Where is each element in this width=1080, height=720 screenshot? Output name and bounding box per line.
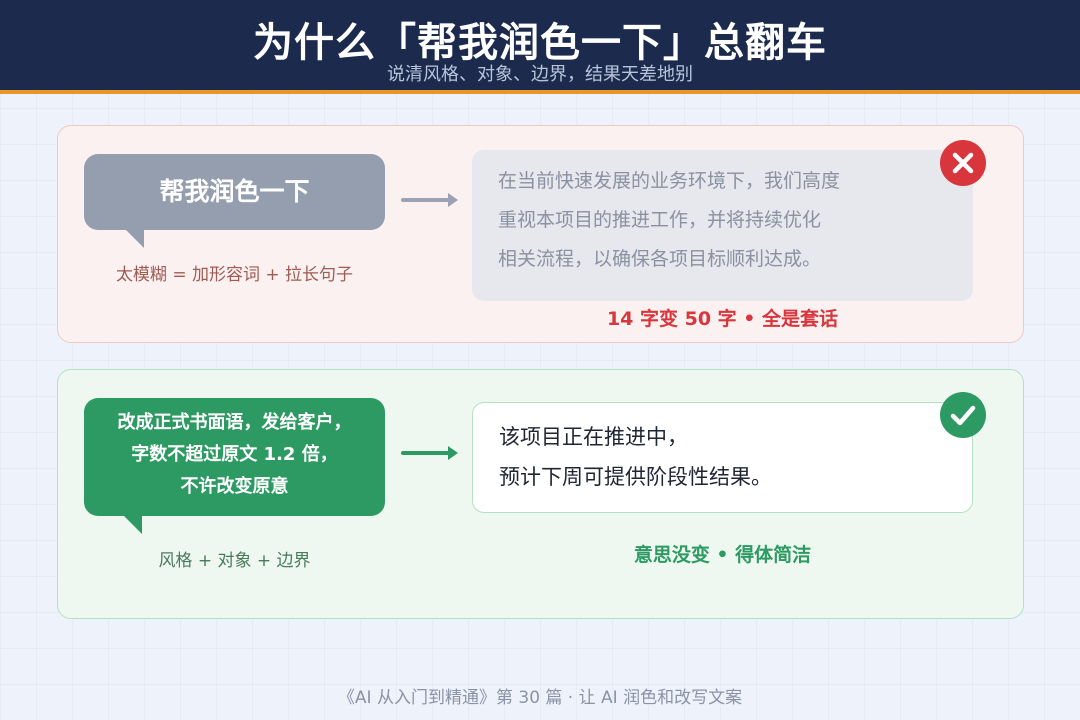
prompt-line: 改成正式书面语，发给客户， [117, 412, 352, 433]
footer-text: 《AI 从入门到精通》第 30 篇 · 让 AI 润色和改写文案 [337, 688, 743, 708]
header: 为什么「帮我润色一下」总翻车 说清风格、对象、边界，结果天差地别 [0, 0, 1080, 94]
cross-icon [940, 140, 986, 186]
bad-result-box: 在当前快速发展的业务环境下，我们高度 重视本项目的推进工作，并将持续优化 相关流… [472, 150, 973, 301]
bad-example-caption: 太模糊 = 加形容词 + 拉长句子 [115, 265, 354, 285]
good-verdict: 意思没变 • 得体简洁 [633, 544, 812, 566]
arrow-right-icon [401, 193, 458, 207]
good-result-box: 该项目正在推进中， 预计下周可提供阶段性结果。 [472, 402, 973, 513]
result-line: 相关流程，以确保各项目标顺利达成。 [498, 248, 822, 270]
good-example-caption: 风格 + 对象 + 边界 [158, 551, 311, 571]
bad-example-panel: 帮我润色一下 太模糊 = 加形容词 + 拉长句子 在当前快速发展的业务环境下，我… [57, 125, 1024, 343]
arrow-right-icon [401, 446, 458, 460]
prompt-line: 不许改变原意 [180, 476, 289, 497]
result-line: 该项目正在推进中， [499, 425, 688, 449]
good-example-panel: 改成正式书面语，发给客户， 字数不超过原文 1.2 倍， 不许改变原意 风格 +… [57, 369, 1024, 619]
result-line: 重视本项目的推进工作，并将持续优化 [498, 209, 822, 231]
page-title: 为什么「帮我润色一下」总翻车 [253, 20, 827, 66]
result-line: 预计下周可提供阶段性结果。 [499, 465, 772, 489]
vague-prompt-bubble: 帮我润色一下 [84, 154, 385, 248]
specific-prompt-bubble: 改成正式书面语，发给客户， 字数不超过原文 1.2 倍， 不许改变原意 [84, 398, 385, 534]
page-subtitle: 说清风格、对象、边界，结果天差地别 [387, 64, 693, 85]
check-icon [940, 392, 986, 438]
prompt-line: 字数不超过原文 1.2 倍， [131, 444, 338, 465]
bad-verdict: 14 字变 50 字 • 全是套话 [606, 308, 839, 330]
result-line: 在当前快速发展的业务环境下，我们高度 [498, 170, 841, 192]
